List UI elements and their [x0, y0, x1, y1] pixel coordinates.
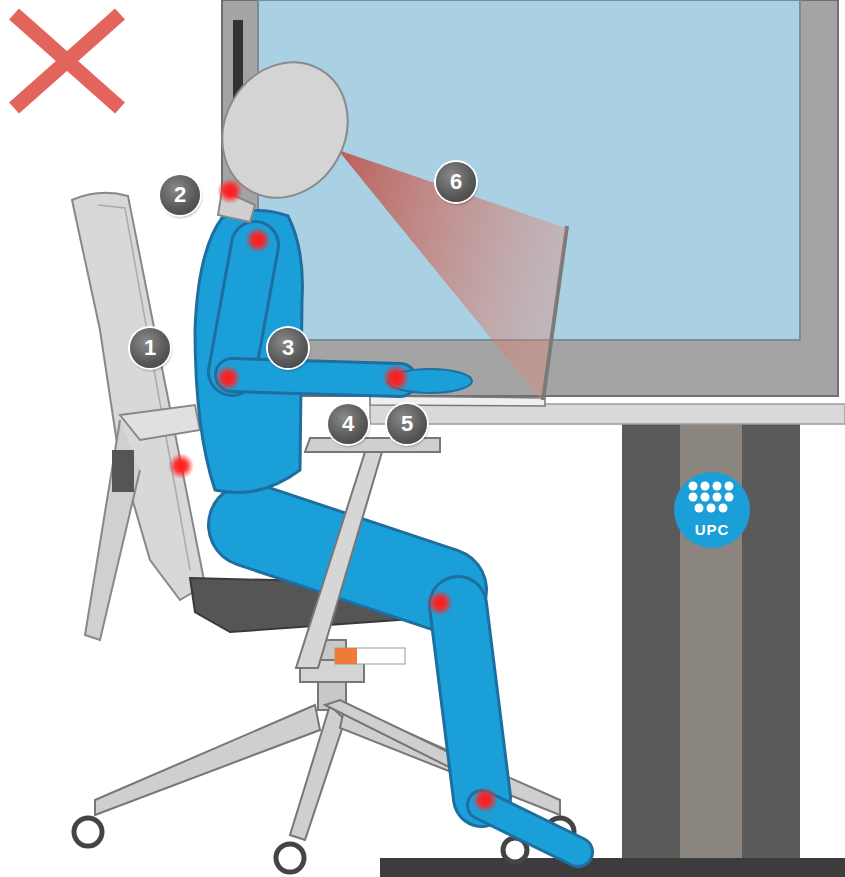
cross-mark: [14, 14, 120, 108]
callout-number: 2: [160, 175, 200, 215]
desk-leg: [622, 424, 800, 877]
chair-backrest: [72, 193, 205, 600]
callout-number: 5: [387, 404, 427, 444]
chair-lever: [112, 450, 134, 492]
desk-top: [370, 404, 845, 424]
logo-text: UPC: [682, 521, 742, 538]
callout-number: 6: [436, 162, 476, 202]
pain-points: [168, 178, 498, 813]
seat-scale: [335, 648, 405, 664]
chair-lumbar: [120, 405, 200, 440]
chair-frame: [85, 420, 140, 640]
seat-scale-mark: [335, 648, 357, 664]
armrest-post: [296, 452, 382, 668]
callout-number: 4: [328, 404, 368, 444]
logo-dots: [689, 482, 734, 513]
floor-bar: [380, 858, 845, 877]
callout-number: 1: [130, 328, 170, 368]
person-arm: [232, 245, 400, 380]
chair-armrest: [305, 438, 440, 452]
person-head: [198, 39, 372, 220]
cross-mark: [14, 14, 120, 108]
callout-number: 3: [268, 328, 308, 368]
logo-disc: [674, 472, 750, 548]
person-legs: [250, 525, 578, 852]
